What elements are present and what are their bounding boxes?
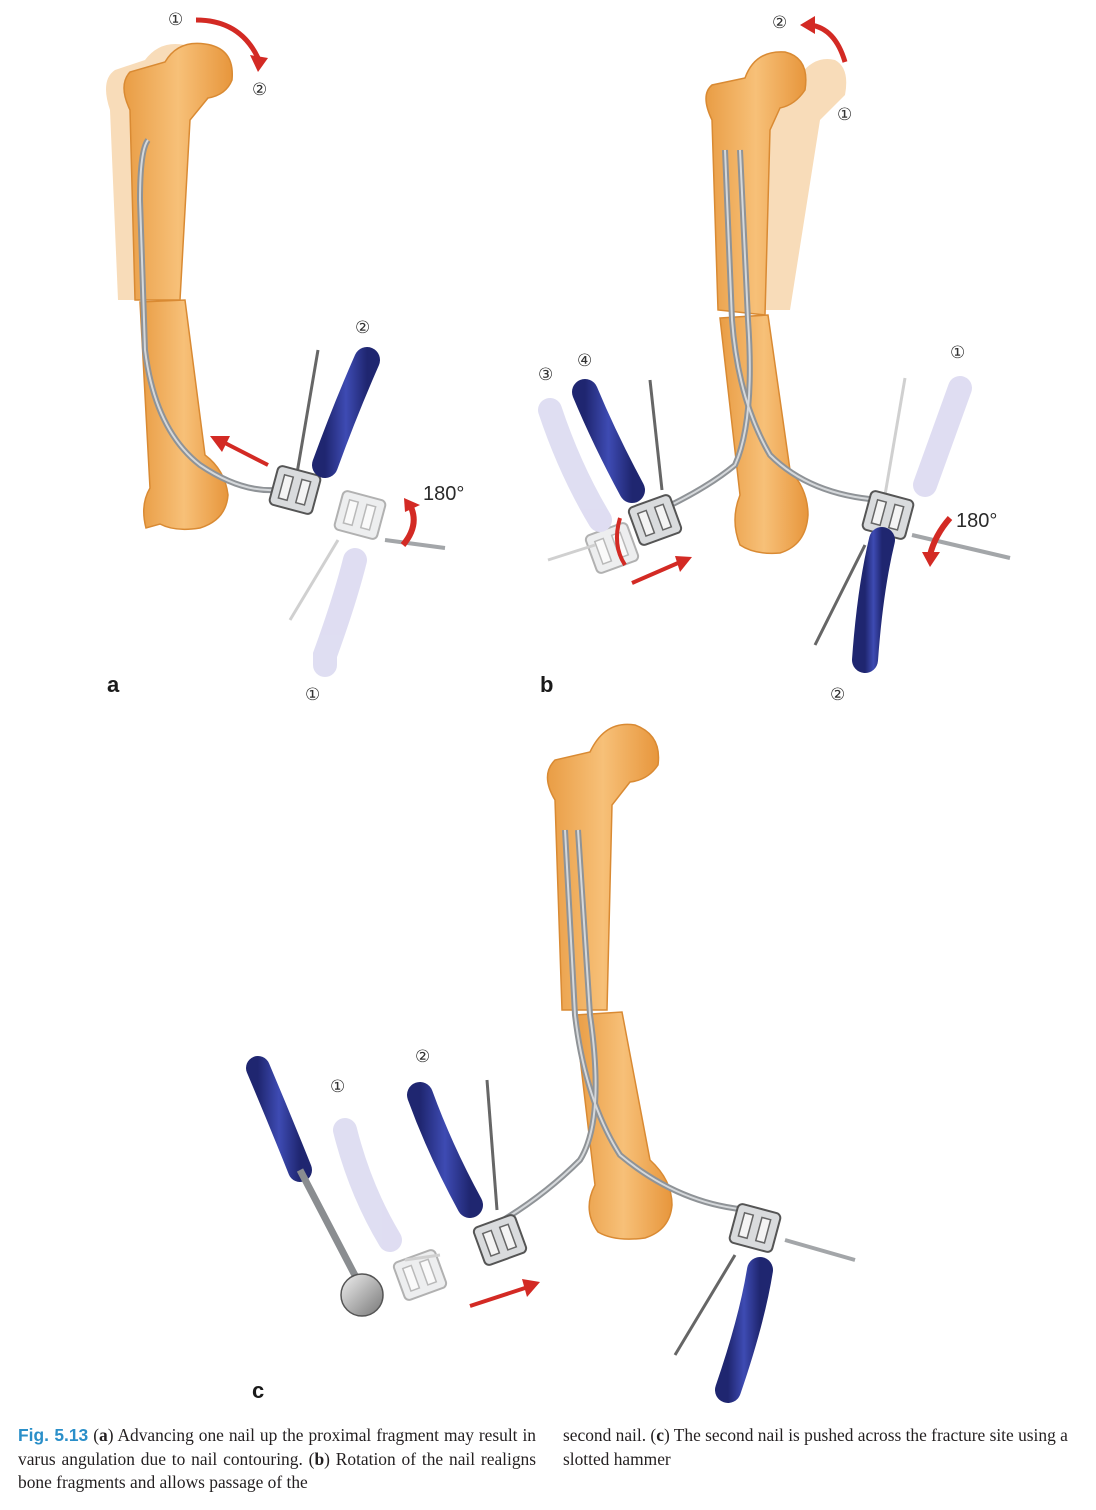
rotation-arrow-top — [800, 16, 848, 63]
marker: ③ — [538, 365, 553, 385]
inserter-tool — [572, 379, 684, 548]
femur-illustration — [498, 723, 751, 1240]
inserter-tool-ghost — [883, 376, 972, 497]
panel-c: ② ① c — [246, 723, 856, 1403]
inserter-tool — [813, 488, 1011, 673]
inserter-tool-ghost — [538, 398, 641, 576]
push-arrow — [210, 436, 269, 467]
slotted-hammer — [246, 1056, 384, 1317]
marker: ② — [772, 13, 787, 33]
femur-illustration — [648, 51, 881, 555]
marker: ① — [168, 10, 183, 30]
marker: ④ — [577, 351, 592, 371]
inserter-tool — [407, 1079, 529, 1268]
rotation-label: 180° — [956, 510, 997, 532]
figure-caption: Fig. 5.13 (a) Advancing one nail up the … — [18, 1424, 1083, 1504]
caption-text: ) Advancing one nail up the proximal fra… — [18, 1425, 536, 1469]
push-arrow — [631, 556, 692, 585]
marker: ① — [330, 1077, 345, 1097]
panel-b: 180° ② ① ④ ③ ① ② b — [538, 13, 1011, 705]
rotation-arrow — [614, 516, 953, 567]
caption-text: ) The second nail is pushed across the f… — [563, 1425, 1068, 1469]
panel-label-c: c — [252, 1378, 264, 1403]
caption-right-column: second nail. (c) The second nail is push… — [563, 1424, 1083, 1471]
inserter-tool-ghost — [333, 1118, 449, 1303]
caption-ref: c — [656, 1425, 664, 1445]
panel-label-a: a — [107, 672, 120, 697]
femur-illustration — [106, 42, 276, 531]
rotation-arrow-top — [195, 17, 268, 72]
panel-a: 180° ① ② ② ① a — [106, 10, 464, 705]
rotation-label: 180° — [423, 483, 464, 505]
caption-ref: a — [98, 1425, 108, 1445]
caption-text: second nail. ( — [563, 1425, 657, 1445]
caption-text: ( — [88, 1425, 99, 1445]
inserter-tool — [673, 1201, 856, 1403]
figure-illustration: 180° ① ② ② ① a — [106, 10, 1011, 1403]
marker: ① — [837, 105, 852, 125]
push-arrow — [469, 1279, 540, 1308]
marker: ① — [950, 343, 965, 363]
marker: ② — [830, 685, 845, 705]
marker: ① — [305, 685, 320, 705]
caption-ref: b — [314, 1448, 325, 1469]
inserter-tool-ghost — [288, 488, 388, 677]
figure-number: Fig. 5.13 — [18, 1425, 89, 1445]
marker: ② — [252, 80, 267, 100]
caption-text: ) Rotation of the nail realigns bone fra… — [18, 1448, 536, 1493]
panel-label-b: b — [540, 672, 553, 697]
marker: ② — [415, 1047, 430, 1067]
caption-left-column: Fig. 5.13 (a) Advancing one nail up the … — [18, 1424, 536, 1495]
inserter-tool — [267, 347, 446, 550]
marker: ② — [355, 318, 370, 338]
rotation-arrow — [400, 498, 420, 547]
